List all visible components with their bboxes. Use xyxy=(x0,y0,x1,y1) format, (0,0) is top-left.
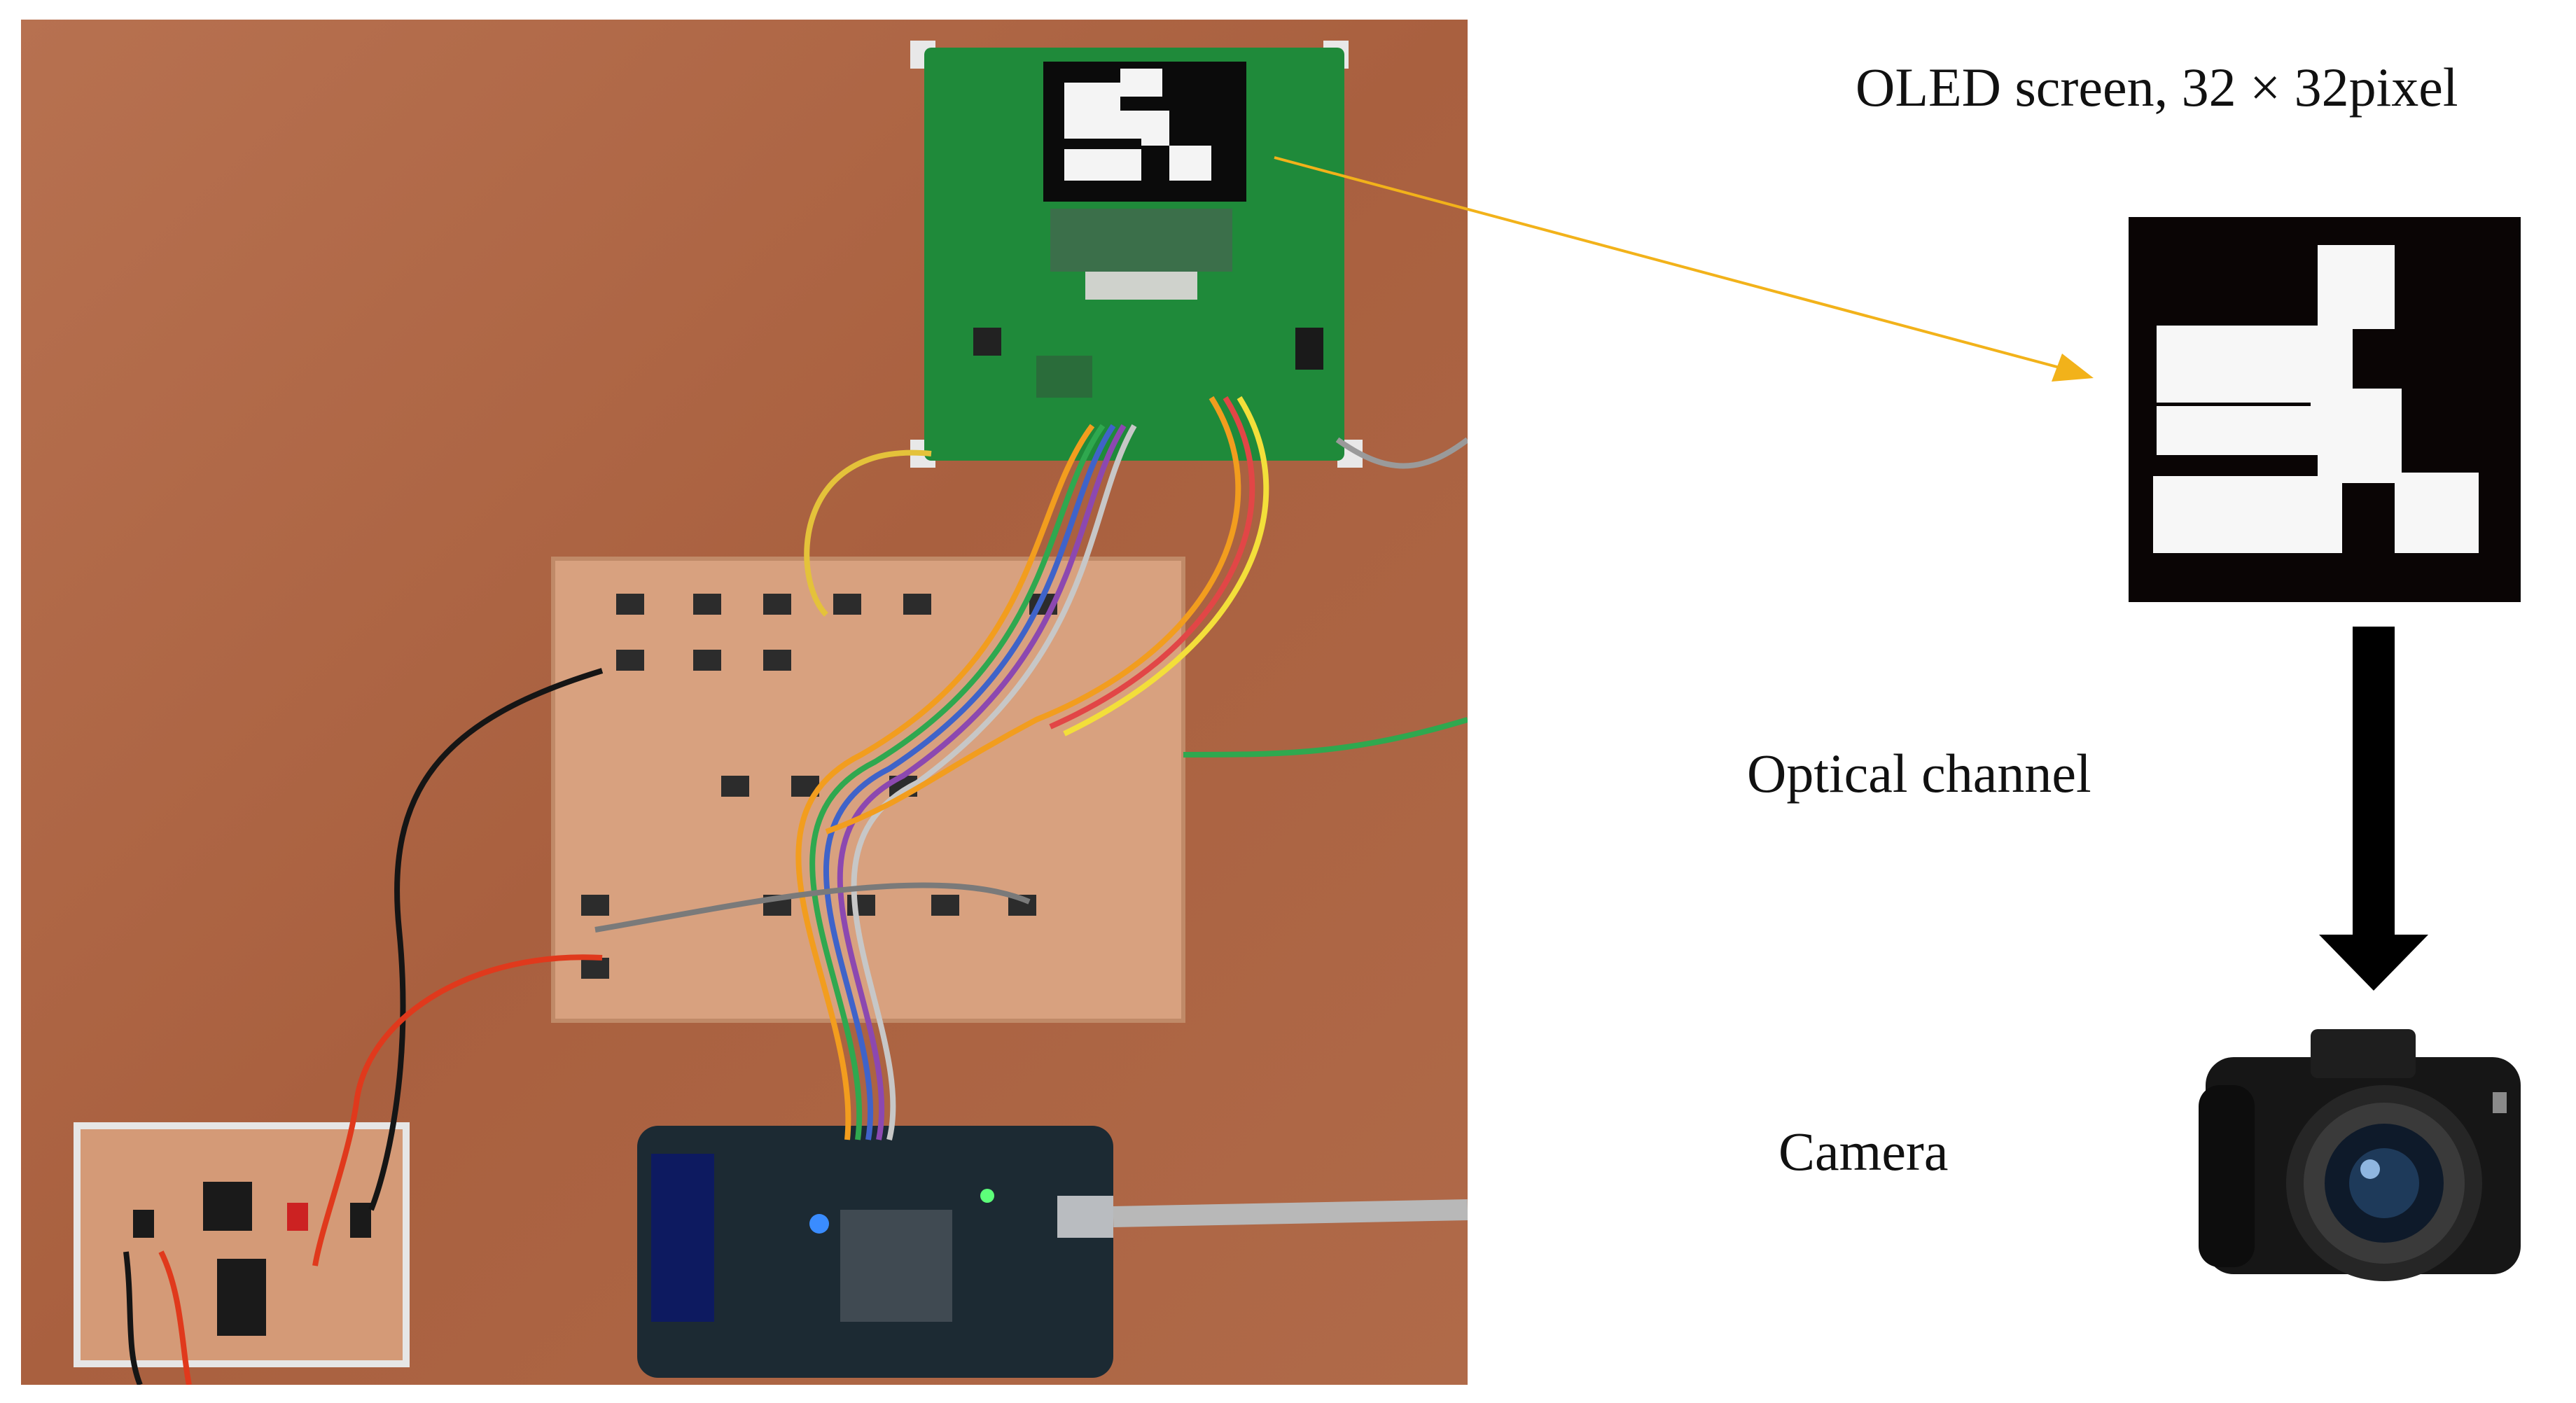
arrow-down-icon xyxy=(2319,627,2428,991)
wires xyxy=(123,396,1468,1385)
power-board xyxy=(74,1122,410,1367)
oled-pixel-pattern-icon xyxy=(2129,217,2521,602)
mcu-board xyxy=(637,1126,1468,1378)
optical-channel-label: Optical channel xyxy=(1747,743,2091,804)
oled-pixels xyxy=(1064,69,1211,181)
perfboard xyxy=(551,557,1185,1023)
dslr-camera-icon xyxy=(2199,1029,2521,1281)
setup-photo xyxy=(21,20,1468,1385)
oled-screen-label: OLED screen, 32 × 32pixel xyxy=(1856,57,2458,118)
pointer-arrow xyxy=(1274,156,2094,382)
camera-label: Camera xyxy=(1778,1121,1949,1182)
